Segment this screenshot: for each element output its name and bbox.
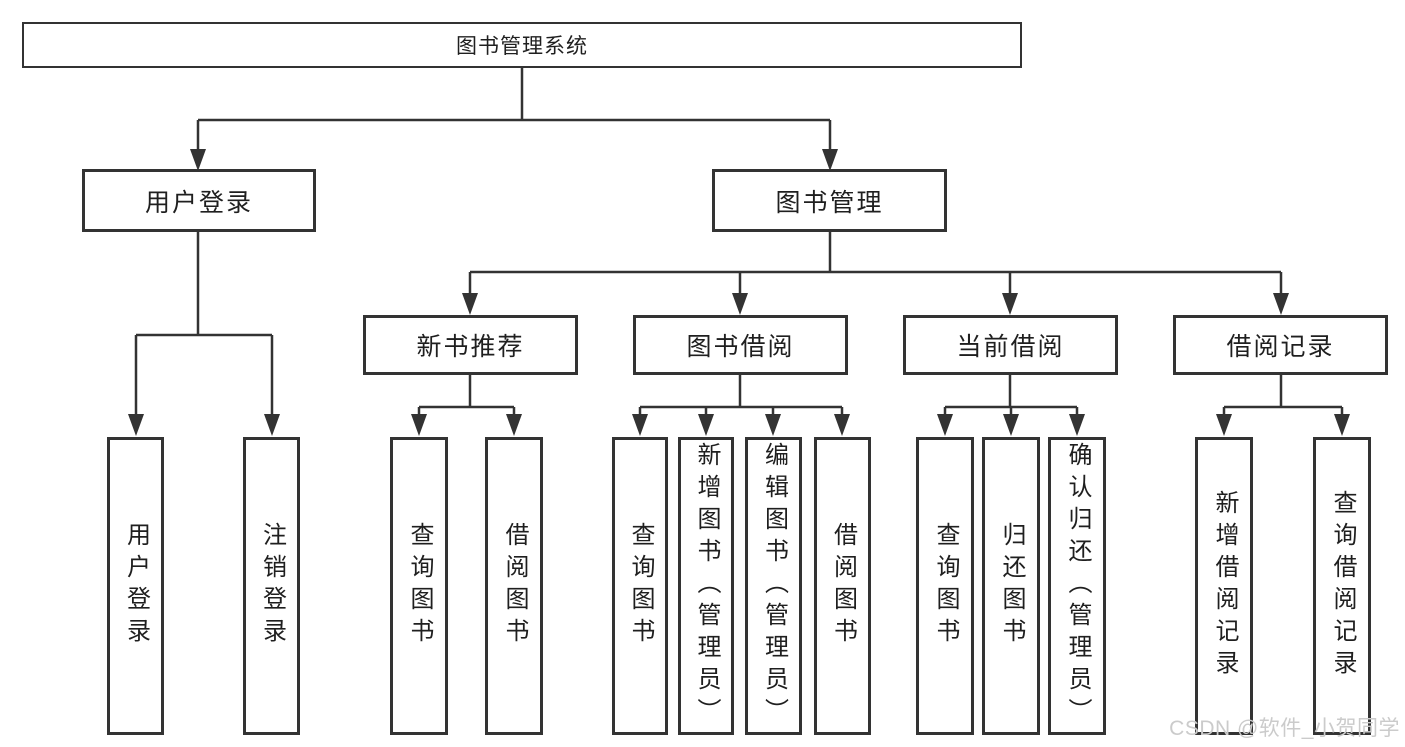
node-book-borrow: 图书借阅 [633,315,848,375]
leaf-label: 查询图书 [627,522,654,650]
leaf-label: 归还图书 [998,522,1025,650]
leaf-add-borrow-record: 新增借阅记录 [1195,437,1253,735]
csdn-watermark: CSDN @软件_小贺同学 [1169,717,1400,740]
leaf-label: 注销登录 [258,522,286,650]
node-label: 图书借阅 [686,333,795,361]
leaf-confirm-return-admin: 确认归还（管理员） [1048,437,1106,735]
node-borrow-records: 借阅记录 [1173,315,1388,375]
leaf-label: 新增图书（管理员） [693,442,720,730]
leaf-label: 查询图书 [406,522,433,650]
node-label: 借阅记录 [1226,333,1335,361]
leaf-label: 借阅图书 [829,522,857,650]
leaf-label: 新增借阅记录 [1211,490,1238,682]
node-label: 图书管理 [775,188,884,217]
node-book-management: 图书管理 [712,169,947,232]
leaf-add-book-admin: 新增图书（管理员） [678,437,734,735]
node-current-borrow: 当前借阅 [903,315,1118,375]
node-user-login-branch: 用户登录 [82,169,316,232]
node-label: 当前借阅 [956,333,1065,361]
leaf-logout: 注销登录 [243,437,300,735]
leaf-query-borrow-record: 查询借阅记录 [1313,437,1371,735]
leaf-query-books-recommend: 查询图书 [390,437,448,735]
leaf-label: 借阅图书 [501,522,528,650]
leaf-label: 编辑图书（管理员） [760,442,788,730]
leaf-query-books-current: 查询图书 [916,437,974,735]
node-root-label: 图书管理系统 [456,35,588,58]
leaf-user-login: 用户登录 [107,437,164,735]
leaf-return-books: 归还图书 [982,437,1040,735]
leaf-edit-book-admin: 编辑图书（管理员） [745,437,802,735]
leaf-label: 确认归还（管理员） [1064,442,1091,730]
node-root: 图书管理系统 [22,22,1022,68]
leaf-label: 查询借阅记录 [1329,490,1356,682]
node-label: 用户登录 [144,188,253,217]
node-label: 新书推荐 [416,333,525,361]
leaf-borrow-books-recommend: 借阅图书 [485,437,543,735]
leaf-query-books-borrow: 查询图书 [612,437,668,735]
leaf-borrow-books: 借阅图书 [814,437,871,735]
leaf-label: 用户登录 [122,522,150,650]
leaf-label: 查询图书 [932,522,959,650]
node-new-book-recommend: 新书推荐 [363,315,578,375]
tree-edges [134,68,1344,418]
